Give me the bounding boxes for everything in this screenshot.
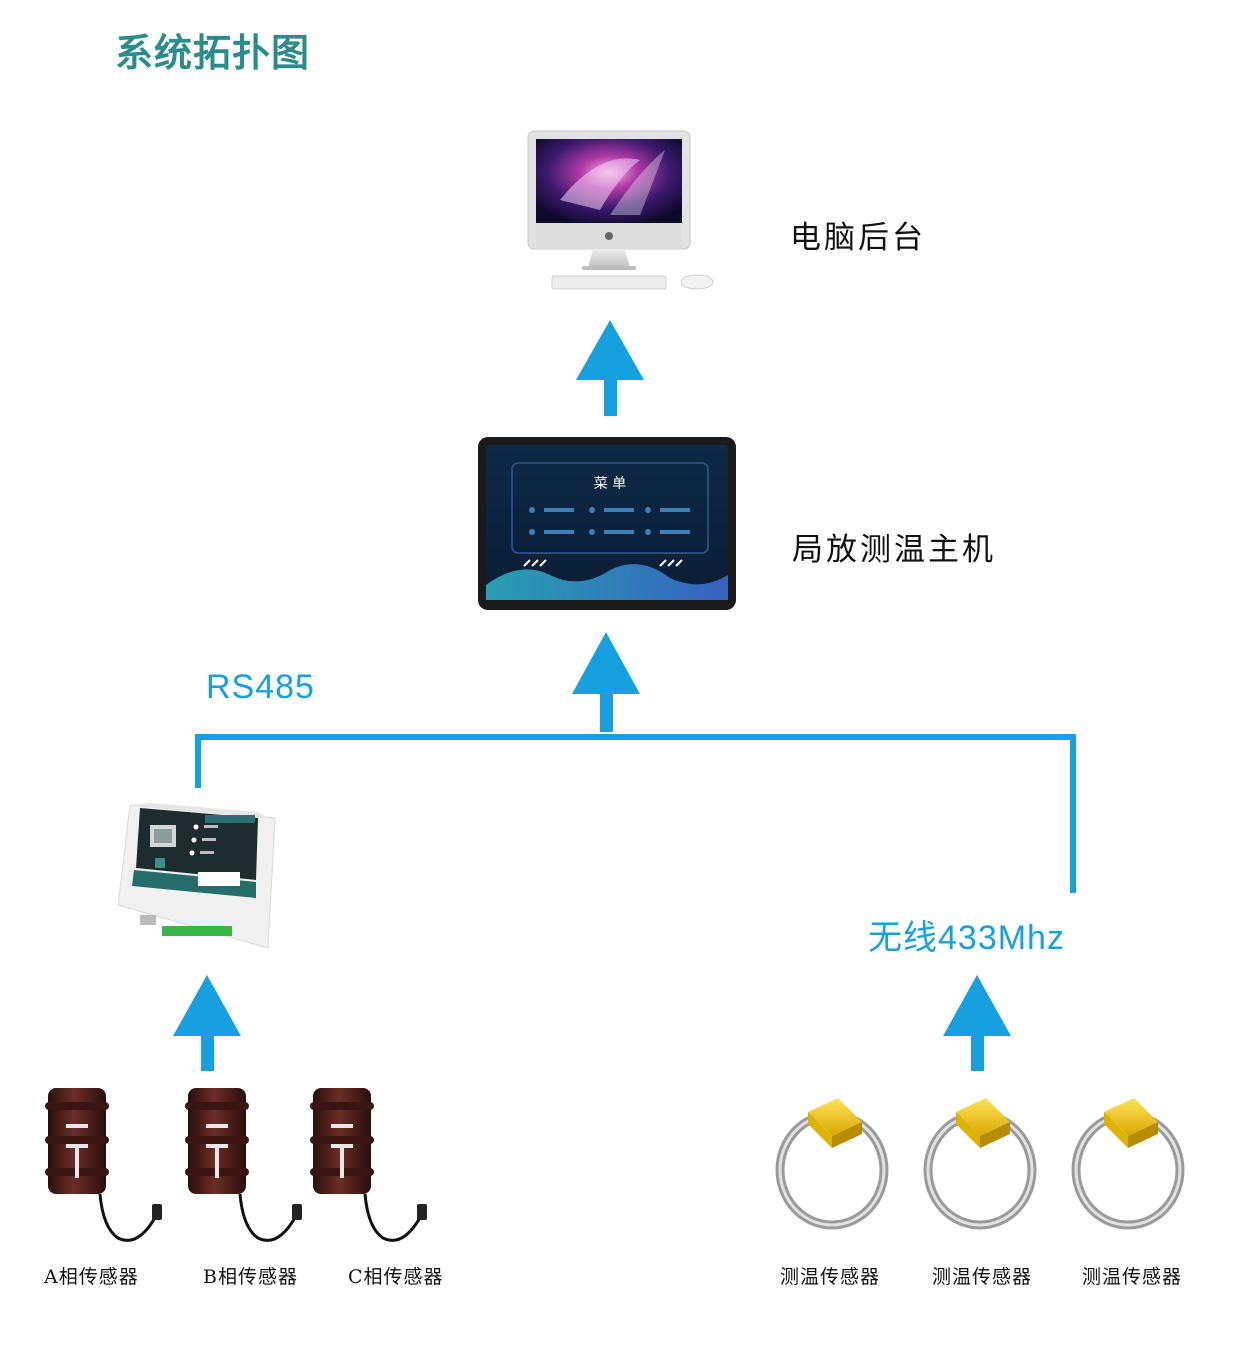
page-title: 系统拓扑图	[115, 31, 311, 75]
arrow-up-icon	[173, 975, 241, 1071]
arrow-up-icon	[576, 320, 644, 416]
arrow-up-icon	[572, 632, 640, 732]
screen-menu-title: 菜 单	[594, 476, 626, 492]
collector-device-icon	[117, 803, 276, 949]
computer-label: 电脑后台	[790, 220, 926, 256]
partial-sensor-b-icon	[185, 1088, 302, 1242]
temp-sensor-label-2: 测温传感器	[932, 1266, 1033, 1288]
sensor-label-c: C相传感器	[348, 1266, 444, 1288]
partial-sensor-a-icon	[45, 1088, 162, 1242]
host-label: 局放测温主机	[792, 532, 996, 568]
bus-lines	[195, 734, 1076, 893]
temp-sensor-2-icon	[923, 1098, 1037, 1230]
temp-sensor-label-3: 测温传感器	[1082, 1266, 1183, 1288]
sensor-label-b: B相传感器	[203, 1266, 298, 1288]
temp-sensor-1-icon	[775, 1098, 889, 1230]
rs485-label: RS485	[206, 668, 315, 706]
wireless-label: 无线433Mhz	[868, 919, 1065, 957]
sensor-label-a: A相传感器	[44, 1266, 139, 1288]
partial-sensor-c-icon	[310, 1088, 427, 1242]
host-device-icon: 菜 单	[478, 437, 736, 610]
arrow-up-icon	[943, 975, 1011, 1071]
temp-sensor-3-icon	[1071, 1098, 1185, 1230]
computer-icon	[527, 130, 714, 290]
temp-sensor-label-1: 测温传感器	[780, 1266, 881, 1288]
